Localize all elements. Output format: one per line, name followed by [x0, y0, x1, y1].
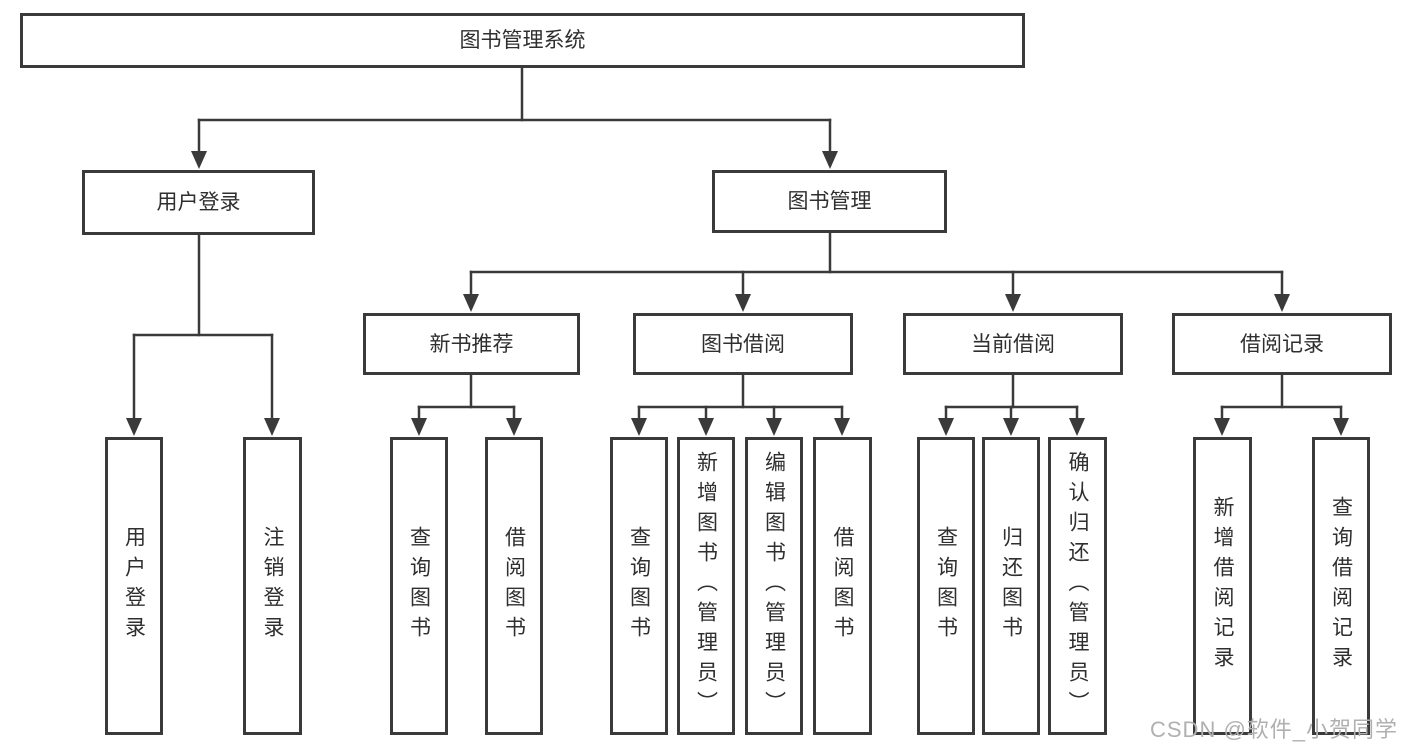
leaf-newbook-query-books: 查询图书 [390, 437, 448, 735]
node-label: 查询图书 [407, 526, 431, 646]
node-borrowing-records: 借阅记录 [1172, 313, 1392, 375]
leaf-borrow-edit-books-admin: 编辑图书（管理员） [745, 437, 803, 735]
leaf-borrow-borrow-books: 借阅图书 [813, 437, 872, 735]
node-book-management: 图书管理 [712, 170, 947, 233]
node-label: 当前借阅 [971, 332, 1055, 356]
node-system-root: 图书管理系统 [20, 13, 1025, 68]
node-label: 注销登录 [261, 526, 284, 646]
node-label: 用户登录 [122, 526, 146, 646]
leaf-records-query-record: 查询借阅记录 [1312, 437, 1370, 735]
node-label: 查询图书 [934, 526, 958, 646]
leaf-records-add-record: 新增借阅记录 [1193, 437, 1252, 735]
csdn-watermark: CSDN @软件_小贺同学 [1150, 717, 1399, 742]
node-label: 用户登录 [156, 191, 241, 214]
node-label: 新增图书（管理员） [694, 451, 718, 721]
node-label: 图书管理 [787, 190, 872, 213]
node-label: 借阅图书 [502, 526, 526, 646]
node-label: 新增借阅记录 [1211, 496, 1234, 676]
node-new-book-recommend: 新书推荐 [363, 313, 580, 375]
node-user-login: 用户登录 [82, 170, 315, 235]
leaf-borrow-query-books: 查询图书 [610, 437, 668, 735]
leaf-borrow-add-books-admin: 新增图书（管理员） [677, 437, 735, 735]
node-label: 归还图书 [999, 526, 1023, 646]
node-label: 新书推荐 [429, 332, 514, 356]
node-label: 图书管理系统 [459, 29, 586, 52]
node-label: 确认归还（管理员） [1066, 451, 1089, 721]
leaf-logout: 注销登录 [243, 437, 302, 735]
node-current-borrowing: 当前借阅 [903, 313, 1123, 375]
node-label: 编辑图书（管理员） [762, 451, 786, 721]
leaf-newbook-borrow-books: 借阅图书 [485, 437, 543, 735]
node-label: 借阅记录 [1240, 332, 1324, 356]
node-label: 查询借阅记录 [1329, 496, 1353, 676]
node-book-borrowing: 图书借阅 [633, 313, 853, 375]
node-label: 借阅图书 [831, 526, 854, 646]
leaf-current-confirm-return-admin: 确认归还（管理员） [1048, 437, 1107, 735]
leaf-user-login: 用户登录 [105, 437, 163, 735]
node-label: 图书借阅 [701, 332, 785, 356]
leaf-current-query-books: 查询图书 [917, 437, 975, 735]
leaf-current-return-books: 归还图书 [982, 437, 1040, 735]
node-label: 查询图书 [627, 526, 651, 646]
